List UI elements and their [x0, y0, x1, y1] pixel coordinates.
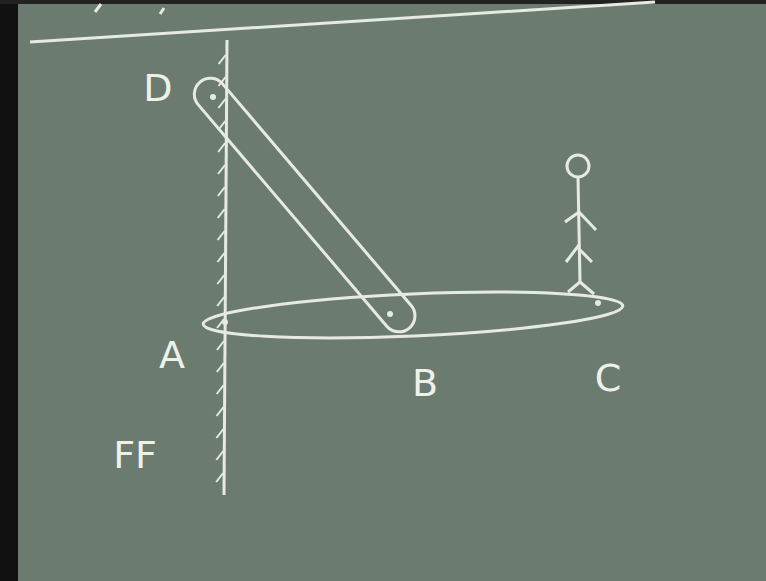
beam-AC	[202, 285, 623, 345]
hatch-mark	[217, 407, 224, 416]
point-label: C	[595, 359, 622, 397]
pin-joint	[210, 94, 601, 325]
hatch-mark	[219, 55, 226, 64]
hatch-mark	[218, 165, 225, 174]
point-label: D	[143, 69, 172, 107]
stick-figure	[565, 155, 596, 294]
note-label: FF	[113, 436, 157, 474]
hatch-mark	[217, 275, 224, 284]
wall-support	[216, 40, 227, 495]
strut-DB	[188, 72, 422, 339]
hatch-mark	[218, 209, 225, 218]
hatch-mark	[218, 99, 225, 108]
hatch-mark	[216, 473, 223, 482]
hatch-mark	[217, 297, 224, 306]
hatch-mark	[217, 363, 224, 372]
hatch-mark	[218, 187, 225, 196]
hatch-mark	[217, 385, 224, 394]
hatch-mark	[216, 429, 223, 438]
hatch-mark	[218, 231, 225, 240]
board-edge	[0, 0, 18, 581]
chalk-marks	[95, 4, 164, 14]
chalk-underline	[30, 2, 655, 42]
point-label: A	[159, 336, 185, 374]
hatch-mark	[217, 341, 224, 350]
hatch-mark	[217, 253, 224, 262]
hatch-mark	[216, 451, 223, 460]
hatch-mark	[218, 143, 225, 152]
point-label: B	[412, 364, 438, 402]
